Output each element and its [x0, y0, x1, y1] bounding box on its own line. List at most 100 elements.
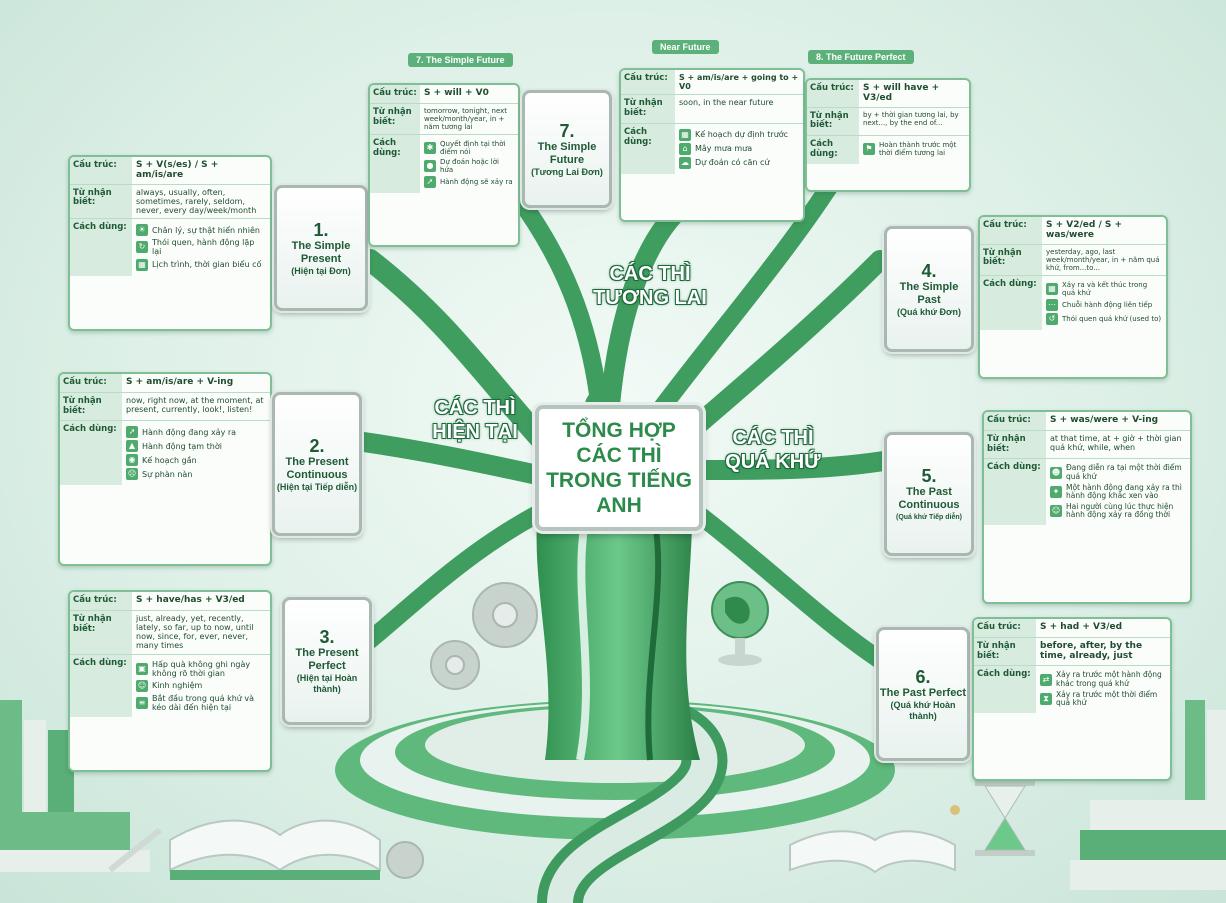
hourglass-icon: ⧗	[1040, 693, 1052, 706]
usage-item: Chân lý, sự thật hiển nhiên	[152, 225, 260, 235]
structure-label: Cấu trúc:	[807, 80, 859, 107]
cloud-icon: ☁	[679, 156, 691, 169]
tense-name: The Past Continuous	[898, 485, 960, 511]
usage-label: Cách dùng:	[370, 134, 420, 194]
coin-icon	[950, 805, 960, 815]
tense-number: 1.	[313, 219, 329, 240]
warning-icon: ▲	[126, 440, 138, 453]
tense-vn-name: (Quá khứ Hoàn thành)	[890, 699, 956, 721]
calendar-icon: ▦	[136, 258, 148, 271]
usage-item: Sự phàn nàn	[142, 469, 193, 479]
structure-value: S + am/is/are + going to + V0	[679, 73, 799, 92]
tense-number: 2.	[309, 435, 325, 456]
signals-value: tomorrow, tonight, next week/month/year,…	[424, 106, 508, 131]
usage-item: Dự đoán có căn cứ	[695, 158, 770, 168]
signals-label: Từ nhận biết:	[980, 244, 1042, 275]
simple-present-card: Cấu trúc:S + V(s/es) / S + am/is/are Từ …	[68, 155, 272, 331]
signals-value: by + thời gian tương lai, by next..., by…	[863, 110, 959, 127]
structure-value: S + had + V3/ed	[1040, 622, 1123, 632]
usage-label: Cách dùng:	[60, 421, 122, 486]
usage-item: Quyết định tại thời điểm nói	[440, 139, 506, 156]
open-book-right	[789, 830, 956, 874]
usage-item: Kế hoạch gần	[142, 455, 197, 465]
usage-item: Hành động đang xảy ra	[142, 427, 237, 437]
usage-item: Xảy ra trước một thời điểm quá khứ	[1056, 689, 1158, 708]
signals-label: Từ nhận biết:	[370, 103, 420, 134]
past-perfect-plaque: 6. The Past Perfect (Quá khứ Hoàn thành)	[876, 627, 970, 761]
usage-item: Bắt đầu trong quá khứ và kéo dài đến hiệ…	[152, 693, 255, 713]
globe-icon: ◉	[126, 454, 138, 467]
tense-name: The Present Continuous	[285, 455, 349, 481]
usage-item: Hai người cùng lúc thực hiện hành động x…	[1066, 501, 1174, 520]
signals-value: yesterday, ago, last week/month/year, in…	[1046, 247, 1160, 272]
crystal-ball-icon: ●	[424, 160, 436, 173]
flag-icon: ⚑	[863, 143, 875, 156]
center-title: TỔNG HỢP CÁC THÌ TRONG TIẾNG ANH	[535, 405, 703, 531]
calendar-icon: ▦	[679, 128, 691, 141]
repeat-icon: ↺	[1046, 312, 1058, 325]
signals-label: Từ nhận biết:	[70, 610, 132, 654]
usage-label: Cách dùng:	[980, 275, 1042, 330]
usage-label: Cách dùng:	[974, 666, 1036, 713]
tense-vn-name: (Hiện tại Hoàn thành)	[296, 673, 358, 694]
usage-item: Thói quen, hành động lặp lại	[152, 238, 255, 257]
arrow-icon: ➚	[424, 176, 436, 189]
gear-icon	[386, 582, 538, 879]
usage-item: Dự đoán hoặc lời hứa	[440, 158, 499, 175]
structure-value: S + have/has + V3/ed	[136, 595, 245, 605]
tense-name: The Simple Past	[899, 280, 959, 306]
usage-item: Lịch trình, thời gian biểu cố	[152, 260, 262, 270]
pen-icon	[108, 827, 162, 873]
signals-label: Từ nhận biết:	[974, 637, 1036, 666]
simple-present-plaque: 1. The Simple Present (Hiện tại Đơn)	[274, 185, 368, 311]
tense-name: The Present Perfect	[295, 647, 359, 672]
signals-value: soon, in the near future	[679, 98, 774, 108]
structure-value: S + V(s/es) / S + am/is/are	[136, 160, 219, 181]
tense-name: The Past Perfect	[879, 686, 967, 699]
signals-value: at that time, at + giờ + thời gian quá k…	[1050, 433, 1182, 452]
usage-item: Hấp quà không ghi ngày không rõ thời gia…	[152, 659, 251, 678]
signals-value: before, after, by the time, already, jus…	[1040, 640, 1143, 662]
calendar-icon: ▦	[1046, 282, 1058, 295]
present-perfect-card: Cấu trúc:S + have/has + V3/ed Từ nhận bi…	[68, 590, 272, 772]
past-continuous-plaque: 5. The Past Continuous (Quá khứ Tiếp diễ…	[884, 432, 974, 556]
running-icon: ➚	[126, 426, 138, 439]
signals-label: Từ nhận biết:	[984, 430, 1046, 459]
hourglass-icon	[975, 780, 1035, 856]
people-icon: ☻	[1050, 466, 1062, 479]
usage-label: Cách dùng:	[70, 219, 132, 276]
signals-value: now, right now, at the moment, at presen…	[126, 395, 264, 414]
tense-vn-name: (Tương Lai Đơn)	[531, 166, 603, 177]
usage-item: Chuỗi hành động liên tiếp	[1062, 300, 1153, 309]
usage-item: Kế hoạch dự định trước	[695, 130, 789, 140]
tense-number: 4.	[921, 260, 937, 281]
structure-label: Cấu trúc:	[370, 85, 420, 103]
usage-item: Đang diễn ra tại một thời điểm quá khứ	[1066, 463, 1182, 481]
sun-icon: ☀	[136, 224, 148, 237]
usage-item: Xảy ra và kết thúc trong quá khứ	[1062, 280, 1148, 297]
house-icon: ⌂	[679, 142, 691, 155]
usage-item: Mây mưa mưa	[695, 144, 753, 154]
signals-label: Từ nhận biết:	[621, 95, 675, 123]
usage-item: Hành động sẽ xảy ra	[440, 178, 513, 187]
tense-vn-name: (Hiện tại Đơn)	[291, 265, 351, 276]
structure-value: S + was/were + V-ing	[1050, 415, 1159, 425]
signals-label: Từ nhận biết:	[70, 184, 132, 219]
usage-label: Cách dùng:	[807, 136, 859, 164]
tense-vn-name: (Quá khứ Đơn)	[897, 306, 961, 317]
structure-value: S + will have + V3/ed	[863, 83, 940, 104]
chain-icon: ⋯	[1046, 298, 1058, 311]
gift-icon: ▣	[136, 662, 148, 675]
tense-number: 3.	[319, 627, 335, 647]
present-continuous-plaque: 2. The Present Continuous (Hiện tại Tiếp…	[272, 392, 362, 536]
signals-label: Từ nhận biết:	[807, 107, 859, 136]
open-book-left	[169, 819, 381, 880]
sequence-icon: ⇄	[1040, 673, 1052, 686]
tense-vn-name: (Quá khứ Tiếp diễn)	[895, 513, 962, 521]
usage-item: Hành động tạm thời	[142, 441, 222, 451]
structure-label: Cấu trúc:	[621, 70, 675, 95]
near-future-banner: Near Future	[652, 40, 719, 54]
usage-item: Kinh nghiệm	[152, 681, 203, 691]
tense-name: The Simple Present	[291, 239, 351, 265]
tense-number: 6.	[915, 666, 931, 687]
